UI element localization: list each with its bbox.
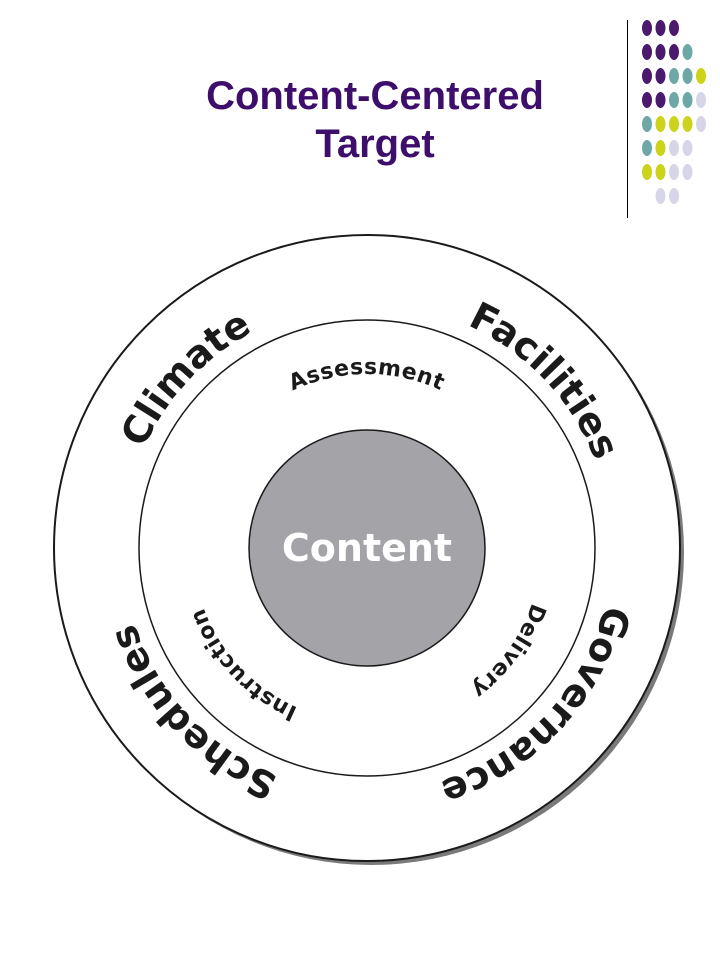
slide-title-line-2: Target (315, 122, 435, 166)
center-label: Content (282, 526, 452, 570)
slide-title: Content-Centered Target (120, 72, 630, 168)
slide-title-line-1: Content-Centered (206, 74, 544, 118)
vertical-divider (627, 20, 628, 218)
center-circle (248, 429, 486, 667)
